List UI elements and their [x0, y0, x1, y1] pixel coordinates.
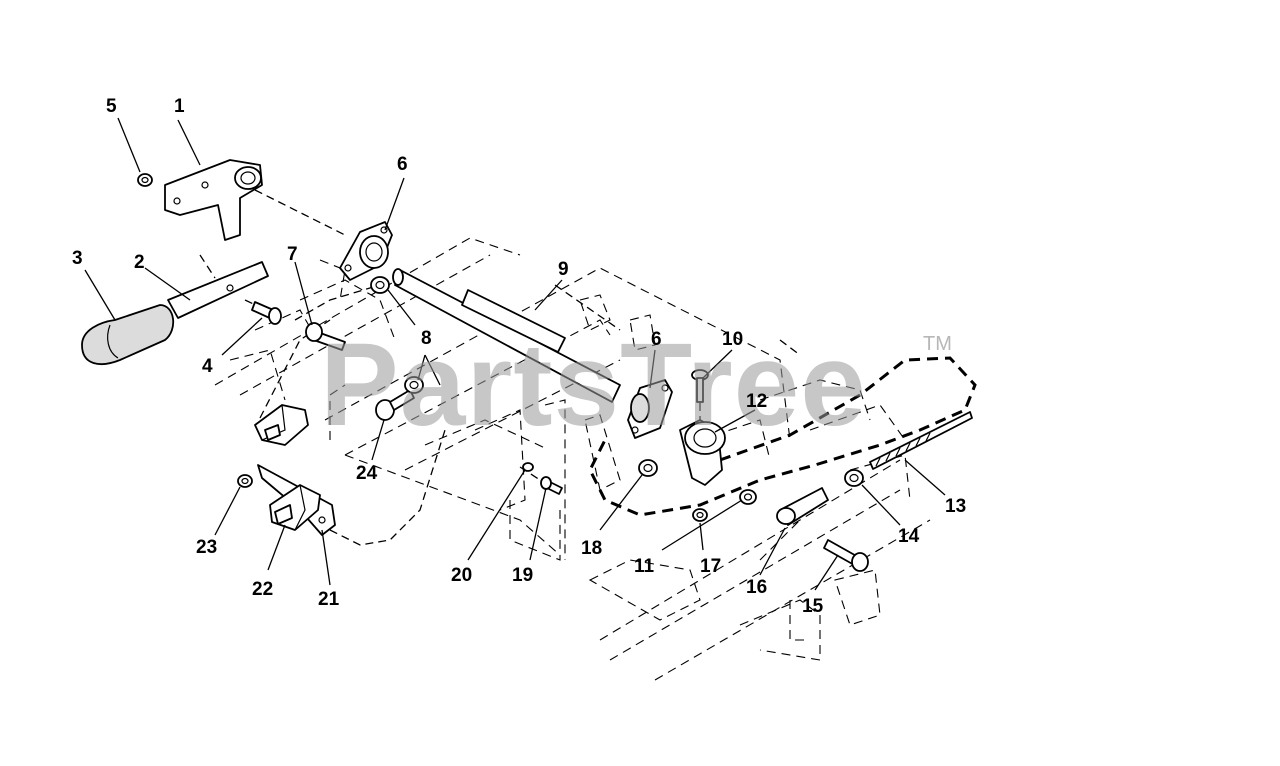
part-12-arm [679, 419, 726, 486]
part-19-screw [540, 476, 563, 495]
part-8-spacer [404, 376, 424, 394]
callout-17: 17 [700, 556, 721, 577]
callout-10: 10 [722, 329, 743, 350]
part-20-washer [522, 462, 534, 472]
watermark-text: PartsTree [320, 319, 867, 451]
callout-4: 4 [202, 356, 213, 377]
callout-24: 24 [356, 463, 378, 484]
switch-upper [254, 404, 309, 446]
callout-7: 7 [287, 244, 298, 265]
part-2-lever [167, 261, 269, 319]
part-22-switch [269, 484, 321, 531]
watermark-trademark: TM [923, 333, 952, 355]
callout-20: 20 [451, 565, 472, 586]
part-6-flange-bearing-left [339, 221, 393, 281]
part-5-nut [137, 173, 153, 187]
part-8-nut-upper [370, 276, 390, 294]
callout-23: 23 [196, 537, 217, 558]
callout-18: 18 [581, 538, 602, 559]
part-14-nut [844, 469, 864, 487]
part-3-handle-grip [81, 304, 174, 365]
callout-1: 1 [174, 96, 185, 117]
part-9-cross-shaft [392, 268, 621, 403]
part-24-bolt [375, 389, 415, 421]
part-7-bolt [305, 322, 346, 351]
part-17-nut [692, 508, 708, 522]
callout-labels: 1 2 3 4 5 6 6 7 8 9 10 11 12 13 14 15 16… [72, 96, 966, 617]
callout-15: 15 [802, 596, 824, 617]
callout-6-left: 6 [397, 154, 408, 175]
part-16-clevis [776, 487, 829, 526]
part-1-bracket [164, 159, 263, 241]
part-18-nut [638, 459, 658, 477]
part-11-nut [739, 489, 757, 505]
part-13-threaded-rod [869, 411, 973, 470]
leader-lines [84, 117, 946, 591]
callout-6-right: 6 [651, 329, 662, 350]
callout-8: 8 [421, 328, 432, 349]
callout-21: 21 [318, 589, 340, 610]
part-23-nut [237, 474, 253, 488]
callout-13: 13 [945, 496, 966, 517]
callout-5: 5 [106, 96, 117, 117]
callout-14: 14 [898, 526, 920, 547]
callout-9: 9 [558, 259, 569, 280]
part-6-flange-bearing-right [627, 379, 673, 439]
callout-12: 12 [746, 391, 767, 412]
callout-19: 19 [512, 565, 533, 586]
callout-11: 11 [634, 556, 655, 577]
callout-22: 22 [252, 579, 273, 600]
part-15-bolt [823, 539, 869, 572]
callout-2: 2 [134, 252, 145, 273]
callout-16: 16 [746, 577, 767, 598]
part-4-screw [251, 301, 282, 325]
callout-3: 3 [72, 248, 83, 269]
